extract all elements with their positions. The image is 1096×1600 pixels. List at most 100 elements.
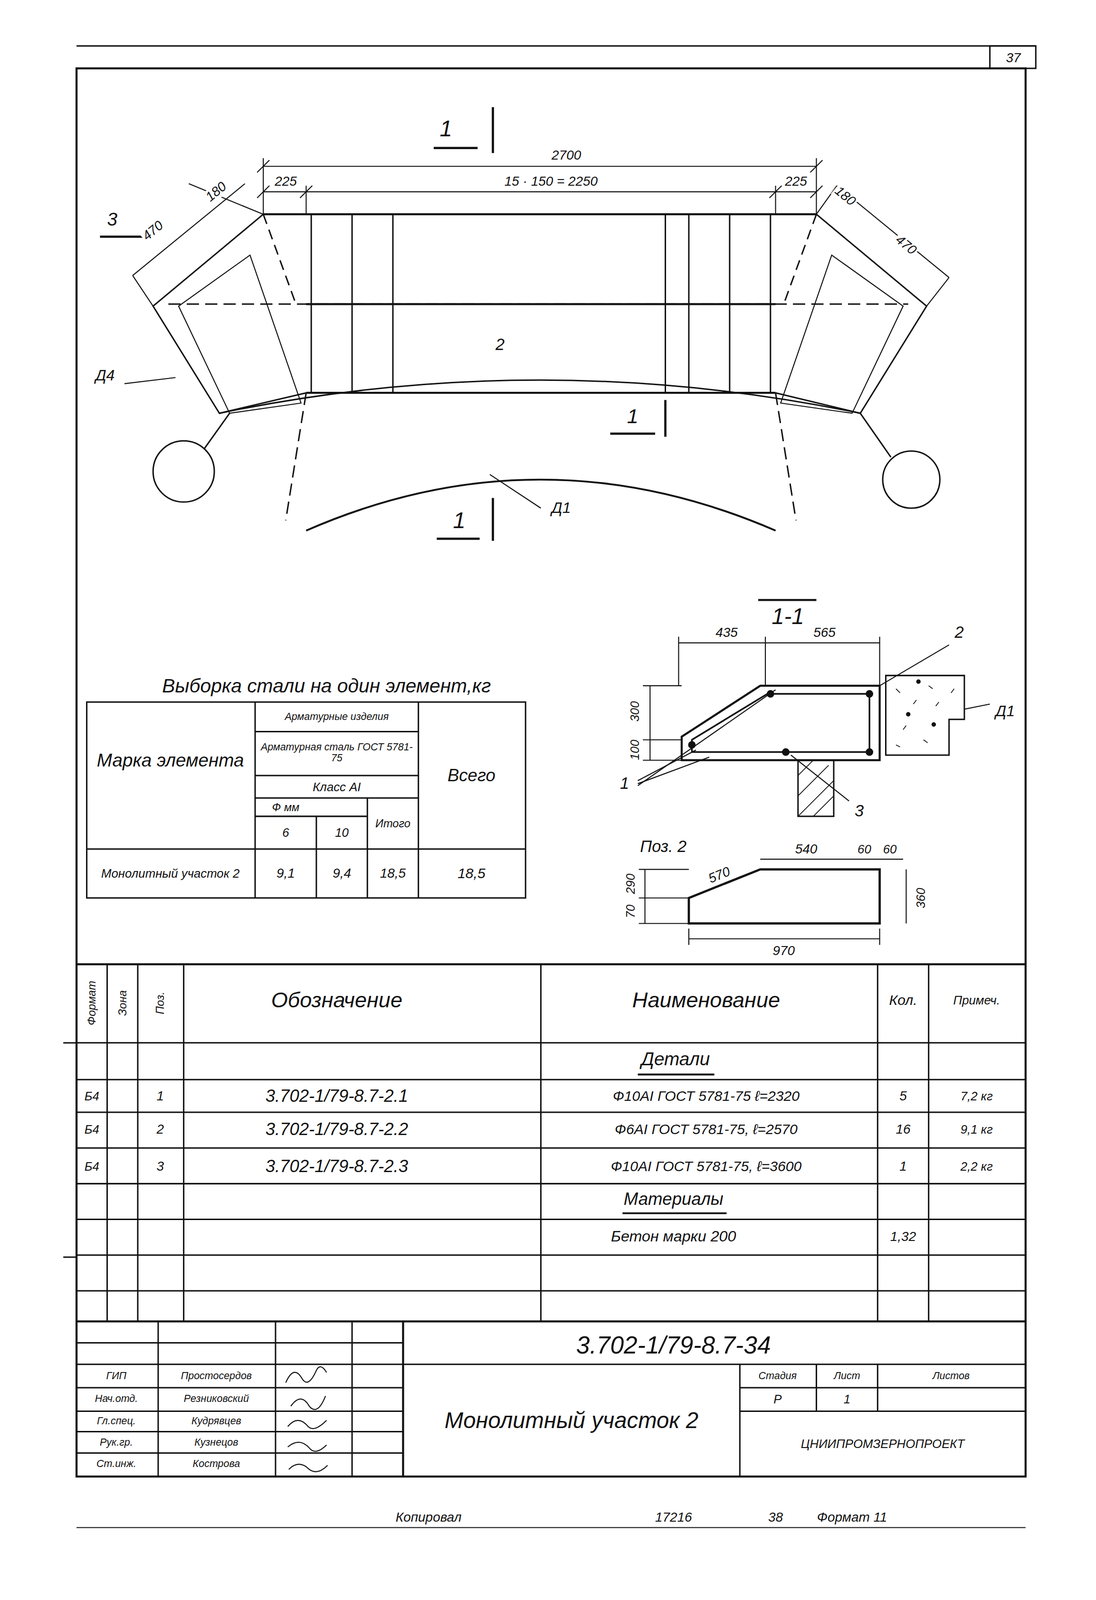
drawing-label: 1: [438, 116, 454, 142]
steel-table-part: [255, 797, 419, 800]
section-drawing-part: [906, 713, 910, 716]
dimension-lines-part: [678, 642, 880, 644]
steel-table-part: [366, 798, 369, 899]
drawing-label: Кострова: [191, 1458, 242, 1471]
sheet-frame-part: [76, 1527, 1026, 1529]
plan-view-part: [664, 214, 667, 393]
drawing-label: Нач.отд.: [93, 1393, 140, 1406]
drawing-label: 1: [618, 774, 631, 793]
dimension-lines-part: [926, 277, 949, 306]
drawing-label: Всего: [446, 766, 497, 786]
dimension-lines-part: [638, 869, 689, 871]
section-marks-part: [757, 636, 819, 638]
drawing-label: 1: [154, 1088, 166, 1104]
dimension-lines-part: [257, 185, 270, 199]
leader-lines-part: [879, 645, 950, 687]
drawing-label: Формат: [85, 979, 98, 1028]
drawing-label: Кузнецов: [192, 1437, 240, 1449]
drawing-label: Рук.гр.: [98, 1437, 135, 1449]
drawing-label: ЦНИИПРОМЗЕРНОПРОЕКТ: [799, 1437, 966, 1451]
sheet-frame-part: [63, 1257, 77, 1259]
plan-view-part: [219, 380, 861, 414]
section-marks-part: [436, 537, 480, 541]
drawing-label: Ст.инж.: [95, 1458, 138, 1471]
drawing-label: Кол.: [887, 992, 919, 1009]
drawing-label: Гл.спец.: [95, 1416, 138, 1428]
dimension-lines-part: [132, 183, 245, 276]
section-drawing-part: [916, 680, 920, 684]
dimension-lines-part: [879, 637, 881, 687]
drawing-label: 38: [766, 1510, 785, 1526]
plan-view-part: [860, 413, 891, 458]
section-drawing-part: [782, 749, 790, 756]
sheet-frame: [63, 46, 1036, 1529]
spec-table-part: [76, 1183, 1026, 1185]
spec-table-part: [76, 963, 1026, 966]
drawing-label: Ф10АI ГОСТ 5781-75, ℓ=3600: [609, 1158, 803, 1175]
drawing-label: 70: [623, 903, 638, 920]
drawing-label: 570: [705, 864, 734, 887]
drawing-label: Монолитный участок 2: [92, 867, 249, 881]
spec-table-part: [76, 1079, 1026, 1081]
dimension-lines-part: [760, 858, 904, 860]
spec-table-part: [182, 964, 185, 1322]
plan-view-part: [305, 479, 776, 531]
drawing-label: 3.702-1/79-8.7-2.1: [264, 1086, 410, 1106]
title-block-part: [815, 1364, 818, 1412]
sheet-frame-part: [990, 46, 1037, 69]
drawing-label: 60: [881, 842, 899, 856]
spec-table-part: [76, 1147, 1026, 1150]
drawing-label: 5: [897, 1088, 909, 1104]
drawing-label: Простосердов: [179, 1371, 254, 1383]
drawing-label: 9,4: [331, 866, 353, 882]
plan-view-part: [263, 214, 296, 305]
steel-table-part: [86, 702, 526, 899]
drawing-label: 360: [913, 886, 927, 910]
drawing-label: Р: [771, 1392, 783, 1407]
plan-view-part: [263, 213, 817, 216]
dimension-lines-part: [810, 185, 823, 199]
drawing-label: Б4: [83, 1123, 101, 1137]
title-block-part: [876, 1364, 879, 1412]
spec-table-part: [638, 1074, 715, 1077]
drawing-label: Детали: [639, 1049, 712, 1070]
title-block-part: [739, 1410, 1026, 1413]
spec-table-part: [76, 1219, 1026, 1221]
spec-table-part: [76, 1042, 1026, 1044]
drawing-label: 9,1 кг: [959, 1123, 995, 1137]
drawing-label: Б4: [83, 1160, 101, 1174]
drawing-label: 3.702-1/79-8.7-2.3: [264, 1157, 410, 1177]
dimension-lines-part: [905, 869, 907, 925]
spec-table: [76, 964, 1026, 1322]
title-block-part: [76, 1452, 403, 1455]
dimension-lines-part: [263, 191, 817, 193]
spec-table-part: [106, 964, 108, 1322]
drawing-label: 7,2 кг: [959, 1089, 995, 1103]
plan-view-part: [178, 255, 302, 414]
steel-table: [86, 702, 526, 899]
drawing-label: Поз. 2: [638, 838, 688, 857]
section-drawing-part: [798, 760, 834, 817]
spec-table-part: [136, 964, 139, 1322]
drawing-label: 435: [714, 625, 740, 641]
drawing-label: ГИП: [104, 1371, 129, 1383]
section-drawing-part: [681, 686, 880, 761]
sheet-frame-part: [76, 45, 1036, 47]
drawing-label: 60: [856, 842, 873, 856]
section-drawing-part: [895, 686, 954, 748]
drawing-label: 3.702-1/79-8.7-34: [574, 1332, 773, 1360]
spec-table-part: [927, 964, 930, 1322]
plan-view-part: [769, 214, 772, 393]
drawing-label: Наименование: [630, 988, 782, 1013]
drawing-label: 100: [628, 738, 642, 763]
section-marks-part: [491, 107, 495, 154]
steel-table-part: [255, 815, 368, 818]
drawing-label: 2: [154, 1122, 166, 1138]
drawing-label: Б4: [83, 1089, 101, 1103]
dimension-lines-part: [810, 160, 823, 173]
title-block: [76, 1321, 1026, 1478]
section-marks-part: [491, 498, 495, 542]
plan-view-part: [391, 214, 394, 393]
title-block-part: [76, 1387, 403, 1390]
dimension-lines-part: [879, 928, 881, 945]
